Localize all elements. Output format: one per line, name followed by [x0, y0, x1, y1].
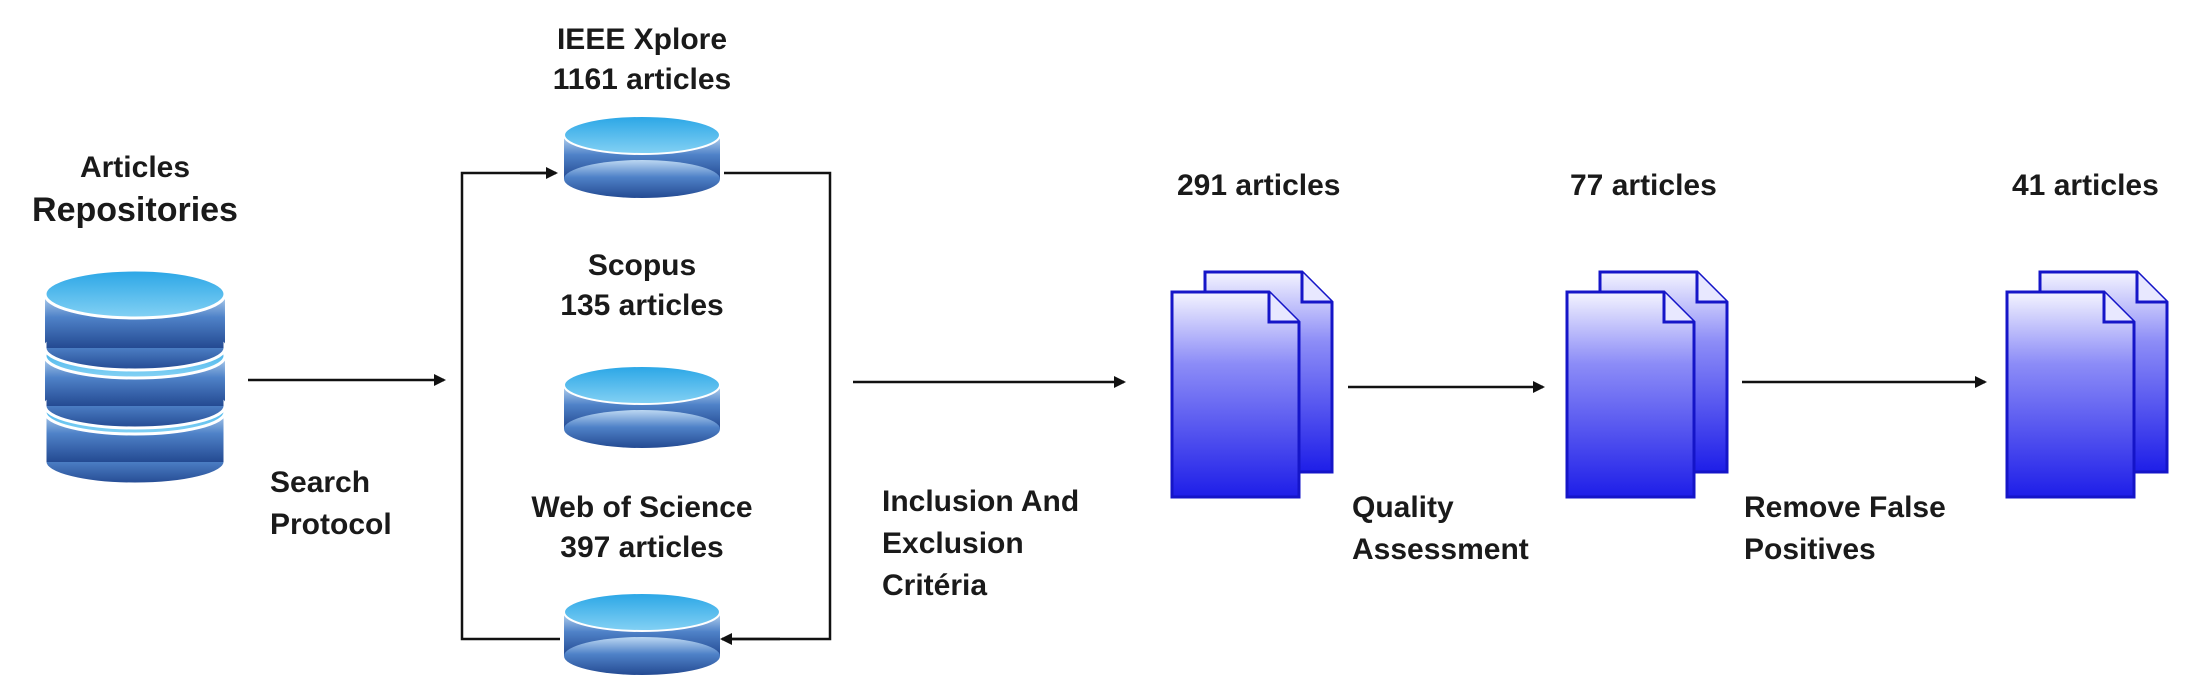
ieee-database-icon: [563, 115, 721, 198]
source-wos-name: Web of Science: [531, 491, 753, 524]
step2-label-line1: Quality: [1352, 491, 1454, 524]
search-label-line1: Search: [270, 466, 371, 499]
step1-result: 291 articles: [1177, 169, 1341, 202]
step3-label-line2: Positives: [1744, 533, 1876, 566]
step2-result: 77 articles: [1570, 169, 1717, 202]
search-label-line2: Protocol: [270, 508, 392, 541]
step1-label-line3: Critéria: [882, 569, 988, 602]
source-scopus-count: 135 articles: [560, 289, 724, 322]
repository-title-line1: Articles: [79, 151, 191, 184]
step1-label-line1: Inclusion And: [882, 485, 1080, 518]
wos-database-icon: [563, 592, 721, 675]
repository-title-line2: Repositories: [32, 191, 238, 229]
scopus-database-icon: [563, 365, 721, 448]
source-wos-count: 397 articles: [560, 531, 724, 564]
step2-label-line2: Assessment: [1352, 533, 1529, 566]
step3-label-line1: Remove False: [1744, 491, 1946, 524]
documents-41-icon: [2005, 270, 2169, 499]
documents-77-icon: [1565, 270, 1729, 499]
source-scopus-name: Scopus: [587, 249, 697, 282]
documents-291-icon: [1170, 270, 1334, 499]
repository-database-icon: [43, 268, 227, 486]
source-ieee-name: IEEE Xplore: [556, 23, 728, 56]
step3-result: 41 articles: [2012, 169, 2159, 202]
step1-label-line2: Exclusion: [882, 527, 1024, 560]
source-ieee-count: 1161 articles: [552, 63, 732, 96]
